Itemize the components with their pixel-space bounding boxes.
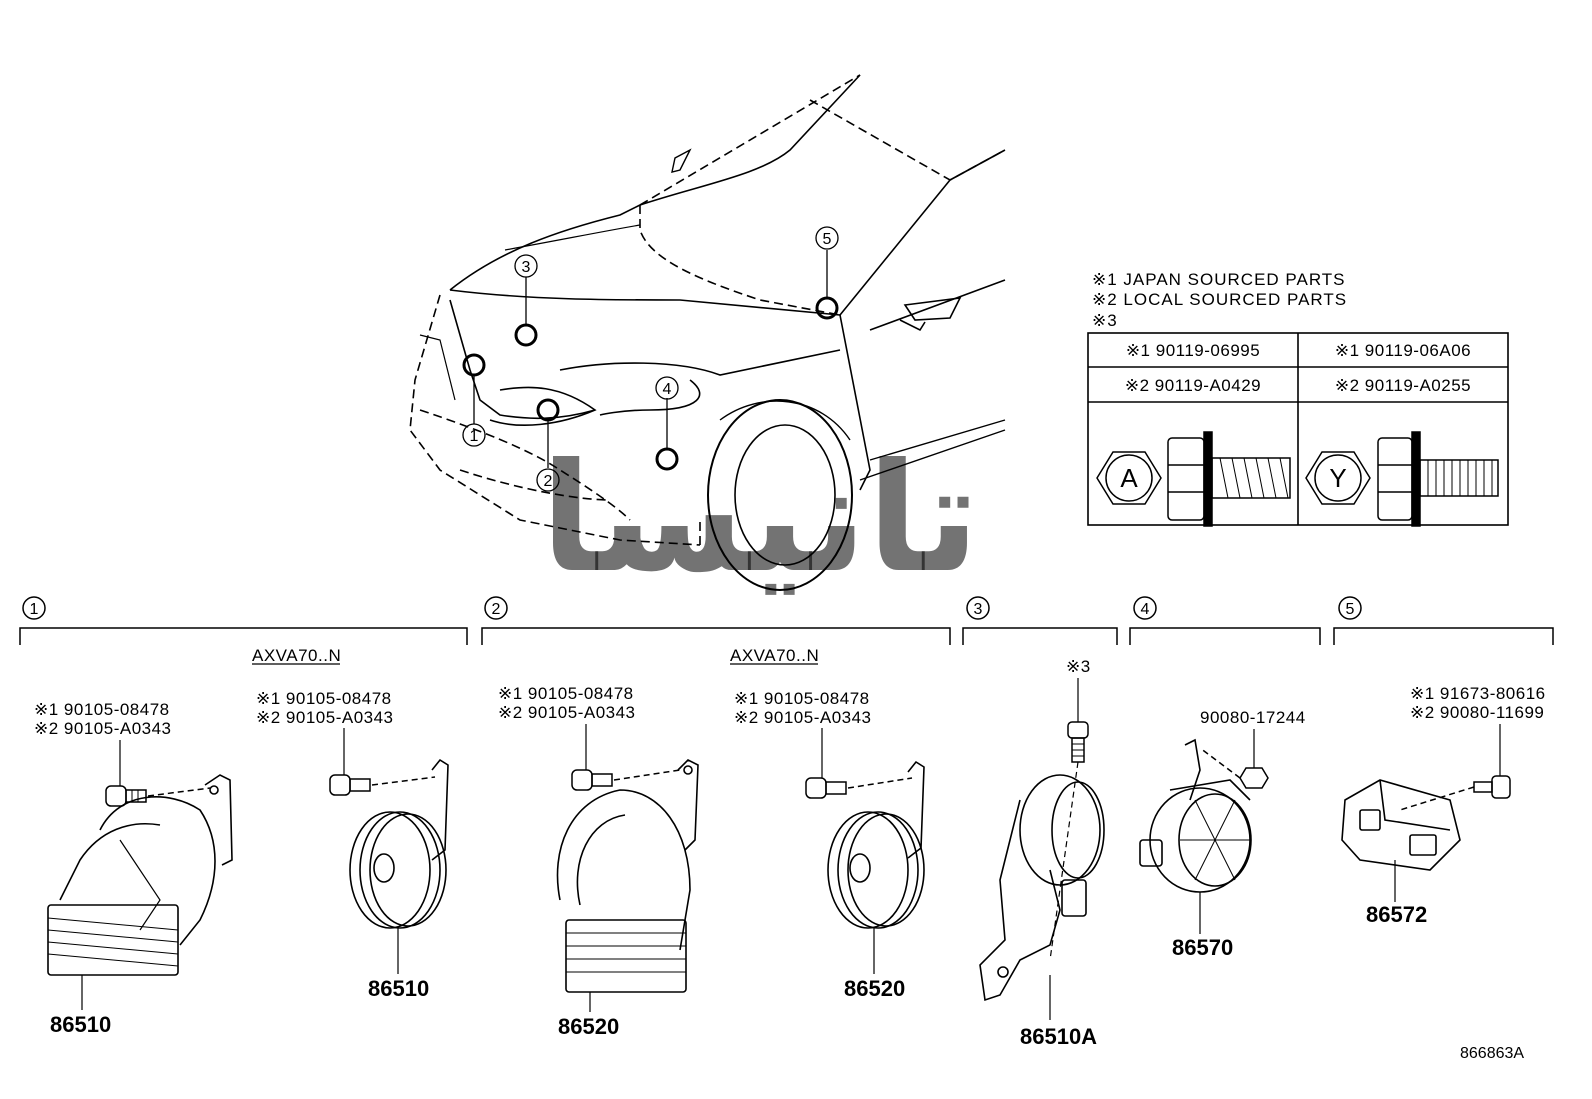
s1-right-bolt-local: ※2 90105-A0343 xyxy=(256,708,394,727)
legend-note-3: ※3 xyxy=(1092,311,1118,330)
callout-1: 1 xyxy=(470,428,479,445)
s3-bolt-icon xyxy=(1067,721,1089,763)
s5-bolt-local: ※2 90080-11699 xyxy=(1410,703,1544,722)
s2-right-bolt-icon xyxy=(805,777,913,799)
section-5-number: 5 xyxy=(1346,601,1355,618)
callout-2: 2 xyxy=(544,473,553,490)
s3-horn-with-bracket xyxy=(979,774,1105,1002)
bolt-y-japan-number: ※1 90119-06A06 xyxy=(1335,341,1471,360)
bolt-a-mark: A xyxy=(1120,463,1138,493)
s2-right-disc-horn xyxy=(827,760,925,929)
callout-4: 4 xyxy=(663,381,672,398)
bolt-a-japan-number: ※1 90119-06995 xyxy=(1126,341,1260,360)
section-4-number: 4 xyxy=(1141,601,1150,618)
s2-left-bolt-icon xyxy=(571,769,681,791)
figure-id: 866863A xyxy=(1460,1045,1524,1062)
s4-nut-icon xyxy=(1199,747,1269,789)
s1-left-trumpet-horn xyxy=(47,774,233,976)
bolt-a-local-number: ※2 90119-A0429 xyxy=(1125,376,1261,395)
s2-right-bolt-japan: ※1 90105-08478 xyxy=(734,689,870,708)
section-2-number: 2 xyxy=(492,601,501,618)
s1-left-bolt-japan: ※1 90105-08478 xyxy=(34,700,170,719)
s5-sensor-module xyxy=(1341,779,1461,871)
location-marker-2 xyxy=(536,398,560,422)
s2-right-bolt-local: ※2 90105-A0343 xyxy=(734,708,872,727)
s4-nut-number: 90080-17244 xyxy=(1200,708,1306,727)
watermark: تانیسا xyxy=(540,432,979,606)
s3-part-number: 86510A xyxy=(1020,1024,1097,1049)
legend-note-1: ※1 JAPAN SOURCED PARTS xyxy=(1092,270,1346,289)
s3-bolt-label: ※3 xyxy=(1066,657,1091,676)
bolt-y-local-number: ※2 90119-A0255 xyxy=(1335,376,1471,395)
s1-right-bolt-icon xyxy=(329,774,436,796)
s5-part-number: 86572 xyxy=(1366,902,1427,927)
s1-left-bolt-icon xyxy=(105,785,211,807)
s2-left-bolt-japan: ※1 90105-08478 xyxy=(498,684,634,703)
s1-right-part-number: 86510 xyxy=(368,976,429,1001)
legend-note-2: ※2 LOCAL SOURCED PARTS xyxy=(1092,290,1347,309)
s2-left-part-number: 86520 xyxy=(558,1014,619,1039)
s2-left-bolt-local: ※2 90105-A0343 xyxy=(498,703,636,722)
s1-left-part-number: 86510 xyxy=(50,1012,111,1037)
s4-siren-module xyxy=(1139,738,1252,893)
location-marker-1 xyxy=(462,353,486,377)
s2-right-part-number: 86520 xyxy=(844,976,905,1001)
section-2-condition: AXVA70..N xyxy=(730,646,819,665)
car-front-illustration xyxy=(409,74,1006,591)
bolt-a-illustration xyxy=(1096,431,1291,527)
s5-bolt-icon xyxy=(1399,775,1511,811)
bolt-y-mark: Y xyxy=(1329,463,1346,493)
s2-left-trumpet-horn xyxy=(556,759,699,993)
s1-right-bolt-japan: ※1 90105-08478 xyxy=(256,689,392,708)
section-1-number: 1 xyxy=(30,601,39,618)
location-marker-5 xyxy=(815,296,839,320)
s1-left-bolt-local: ※2 90105-A0343 xyxy=(34,719,172,738)
location-marker-3 xyxy=(514,323,538,347)
section-1-condition: AXVA70..N xyxy=(252,646,341,665)
bolt-y-illustration xyxy=(1305,431,1499,527)
callout-5: 5 xyxy=(823,231,832,248)
bolt-table xyxy=(1087,332,1509,526)
callout-3: 3 xyxy=(522,259,531,276)
s4-part-number: 86570 xyxy=(1172,935,1233,960)
s5-bolt-japan: ※1 91673-80616 xyxy=(1410,684,1546,703)
s1-right-disc-horn xyxy=(349,758,449,929)
section-3-number: 3 xyxy=(974,601,983,618)
